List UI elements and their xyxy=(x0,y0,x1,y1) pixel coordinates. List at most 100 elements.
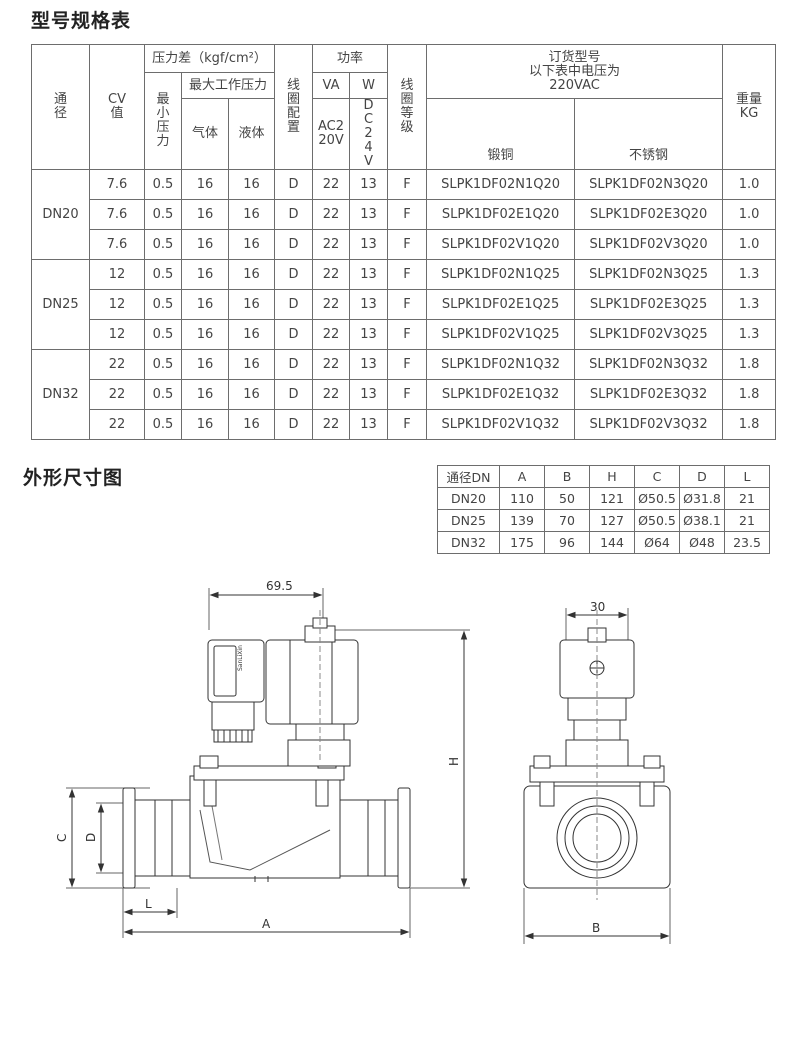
cell-gas: 16 xyxy=(181,199,229,230)
cell-min: 0.5 xyxy=(144,409,182,440)
header-min-pressure: 最小压力 xyxy=(144,72,182,170)
cell-w: 13 xyxy=(349,199,389,230)
cell-ss: SLPK1DF02N3Q20 xyxy=(574,169,724,200)
cell-liq: 16 xyxy=(227,379,276,410)
dimension-cell: 50 xyxy=(544,487,590,510)
cell-w: 13 xyxy=(349,259,389,290)
cell-brass: SLPK1DF02N1Q20 xyxy=(426,169,576,200)
dim-label-l: L xyxy=(145,897,152,911)
dimension-header-cell: 通径DN xyxy=(437,465,500,488)
cell-ss: SLPK1DF02V3Q25 xyxy=(574,319,724,350)
cell-brass: SLPK1DF02E1Q32 xyxy=(426,379,576,410)
cell-liq: 16 xyxy=(227,199,276,230)
cell-ss: SLPK1DF02E3Q25 xyxy=(574,289,724,320)
cell-va: 22 xyxy=(312,169,351,200)
cell-kg: 1.0 xyxy=(722,169,777,200)
cell-va: 22 xyxy=(312,289,351,320)
cell-ss: SLPK1DF02N3Q25 xyxy=(574,259,724,290)
dim-label-d: D xyxy=(84,833,98,842)
dimension-drawing-title: 外形尺寸图 xyxy=(23,467,124,489)
dim-label-front-width: 69.5 xyxy=(266,579,293,593)
cell-ss: SLPK1DF02V3Q20 xyxy=(574,229,724,260)
cell-ss: SLPK1DF02N3Q32 xyxy=(574,349,724,380)
cell-gas: 16 xyxy=(181,379,229,410)
cell-brass: SLPK1DF02E1Q20 xyxy=(426,199,576,230)
dim-label-h: H xyxy=(447,757,461,766)
cell-gas: 16 xyxy=(181,289,229,320)
cell-gas: 16 xyxy=(181,349,229,380)
dimension-cell: 21 xyxy=(724,487,770,510)
dimension-cell: 96 xyxy=(544,531,590,554)
cell-va: 22 xyxy=(312,259,351,290)
dimension-cell: 139 xyxy=(499,509,545,532)
dim-label-c: C xyxy=(55,834,69,842)
dim-label-b: B xyxy=(592,921,600,935)
cell-gas: 16 xyxy=(181,319,229,350)
header-coil-grade: 线圈等级 xyxy=(387,44,428,170)
dimension-header-cell: D xyxy=(679,465,725,488)
dimension-cell: 23.5 xyxy=(724,531,770,554)
cell-cfg: D xyxy=(274,229,314,260)
dimension-header-cell: C xyxy=(634,465,680,488)
cell-cfg: D xyxy=(274,379,314,410)
cell-va: 22 xyxy=(312,229,351,260)
cell-grade: F xyxy=(387,289,428,320)
header-max-working-pressure: 最大工作压力 xyxy=(180,72,276,99)
dim-label-a: A xyxy=(262,917,271,931)
cell-cfg: D xyxy=(274,319,314,350)
dimension-cell: 127 xyxy=(589,509,635,532)
cell-grade: F xyxy=(387,259,428,290)
cell-min: 0.5 xyxy=(144,379,182,410)
cell-cv: 22 xyxy=(89,409,145,440)
header-power: 功率 xyxy=(312,44,389,73)
dimension-header-cell: L xyxy=(724,465,770,488)
cell-brass: SLPK1DF02V1Q32 xyxy=(426,409,576,440)
cell-kg: 1.8 xyxy=(722,349,777,380)
cell-w: 13 xyxy=(349,169,389,200)
header-dc24v: DC24V xyxy=(349,98,389,170)
dimension-cell: 21 xyxy=(724,509,770,532)
cell-va: 22 xyxy=(312,379,351,410)
cell-cfg: D xyxy=(274,409,314,440)
outline-drawing: 69.5 30 H C D L A B SanLiXin xyxy=(55,579,671,944)
cell-cv: 12 xyxy=(89,259,145,290)
cell-cfg: D xyxy=(274,199,314,230)
header-brass: 锻铜 xyxy=(426,98,576,170)
cell-gas: 16 xyxy=(181,409,229,440)
cell-liq: 16 xyxy=(227,349,276,380)
cell-cv: 12 xyxy=(89,289,145,320)
dimension-cell: Ø48 xyxy=(679,531,725,554)
dimension-cell: DN20 xyxy=(437,487,500,510)
cell-brass: SLPK1DF02V1Q20 xyxy=(426,229,576,260)
spec-table: 通径 CV值 压力差（kgf/cm²） 线圈配置 功率 线圈等级 订货型号 以下… xyxy=(31,44,777,440)
cell-grade: F xyxy=(387,349,428,380)
bore-cell: DN32 xyxy=(31,349,90,440)
cell-kg: 1.8 xyxy=(722,379,777,410)
dimension-cell: Ø50.5 xyxy=(634,487,680,510)
cell-brass: SLPK1DF02N1Q32 xyxy=(426,349,576,380)
cell-min: 0.5 xyxy=(144,319,182,350)
dimension-cell: 121 xyxy=(589,487,635,510)
cell-liq: 16 xyxy=(227,289,276,320)
cell-cv: 22 xyxy=(89,379,145,410)
cell-ss: SLPK1DF02E3Q20 xyxy=(574,199,724,230)
bore-cell: DN25 xyxy=(31,259,90,350)
cell-cfg: D xyxy=(274,259,314,290)
cell-liq: 16 xyxy=(227,169,276,200)
cell-w: 13 xyxy=(349,379,389,410)
cell-min: 0.5 xyxy=(144,229,182,260)
dim-label-side-width: 30 xyxy=(590,600,605,614)
cell-min: 0.5 xyxy=(144,289,182,320)
cell-min: 0.5 xyxy=(144,199,182,230)
dimension-cell: Ø31.8 xyxy=(679,487,725,510)
cell-cfg: D xyxy=(274,349,314,380)
cell-va: 22 xyxy=(312,409,351,440)
cell-kg: 1.3 xyxy=(722,319,777,350)
cell-grade: F xyxy=(387,379,428,410)
cell-w: 13 xyxy=(349,319,389,350)
